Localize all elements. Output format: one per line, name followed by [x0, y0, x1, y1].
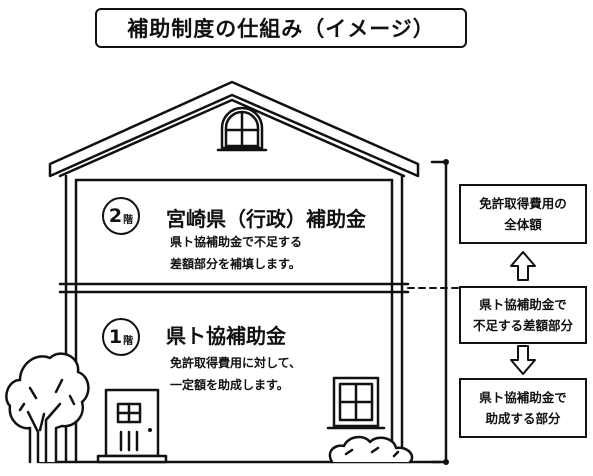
side-box-line: 県ト協補助金で: [479, 297, 567, 312]
side-box-subsidized: 県ト協補助金で 助成する部分: [459, 378, 587, 438]
side-box-line: 助成する部分: [485, 411, 561, 426]
arrow-up-icon: [510, 251, 536, 281]
page-title-text: 補助制度の仕組み（イメージ）: [127, 17, 435, 41]
floor-1-number: 1: [108, 325, 123, 348]
bushes: [328, 435, 414, 464]
side-box-line: 不足する差額部分: [472, 318, 573, 333]
bracket: [430, 159, 449, 465]
floor-2-number: 2: [108, 204, 123, 227]
floor-2-unit: 階: [123, 215, 134, 226]
floor-1-unit: 階: [123, 336, 134, 347]
floor-2-badge: 2 階: [102, 197, 140, 235]
floor-1-title: 県ト協補助金: [166, 324, 286, 348]
house-walls: [64, 174, 404, 464]
roof: [48, 80, 420, 178]
side-box-line: 県ト協補助金で: [479, 390, 567, 405]
floor-1-badge: 1 階: [102, 318, 140, 356]
side-box-line: 全体額: [504, 217, 542, 232]
side-box-shortfall: 県ト協補助金で 不足する差額部分: [459, 286, 587, 344]
window: [326, 376, 386, 430]
side-box-total-cost: 免許取得費用の 全体額: [459, 184, 587, 244]
floor-2-desc-line: 差額部分を補填します。: [170, 257, 301, 271]
floor-2-title: 宮崎県（行政）補助金: [166, 207, 366, 231]
attic-window: [216, 106, 268, 152]
floor-divider: [58, 282, 410, 294]
floor-2-description: 県ト協補助金で不足する 差額部分を補填します。: [170, 231, 302, 275]
side-box-line: 免許取得費用の: [479, 196, 567, 211]
floor-1-desc-line: 免許取得費用に対して、: [170, 356, 302, 370]
door: [96, 388, 168, 464]
floor-1-description: 免許取得費用に対して、 一定額を助成します。: [170, 352, 301, 396]
floor-2-desc-line: 県ト協補助金で不足する: [170, 235, 303, 249]
tree: [5, 352, 90, 464]
page-title: 補助制度の仕組み（イメージ）: [95, 8, 467, 48]
floor-1-desc-line: 一定額を助成します。: [170, 378, 289, 392]
arrow-down-icon: [510, 345, 536, 375]
